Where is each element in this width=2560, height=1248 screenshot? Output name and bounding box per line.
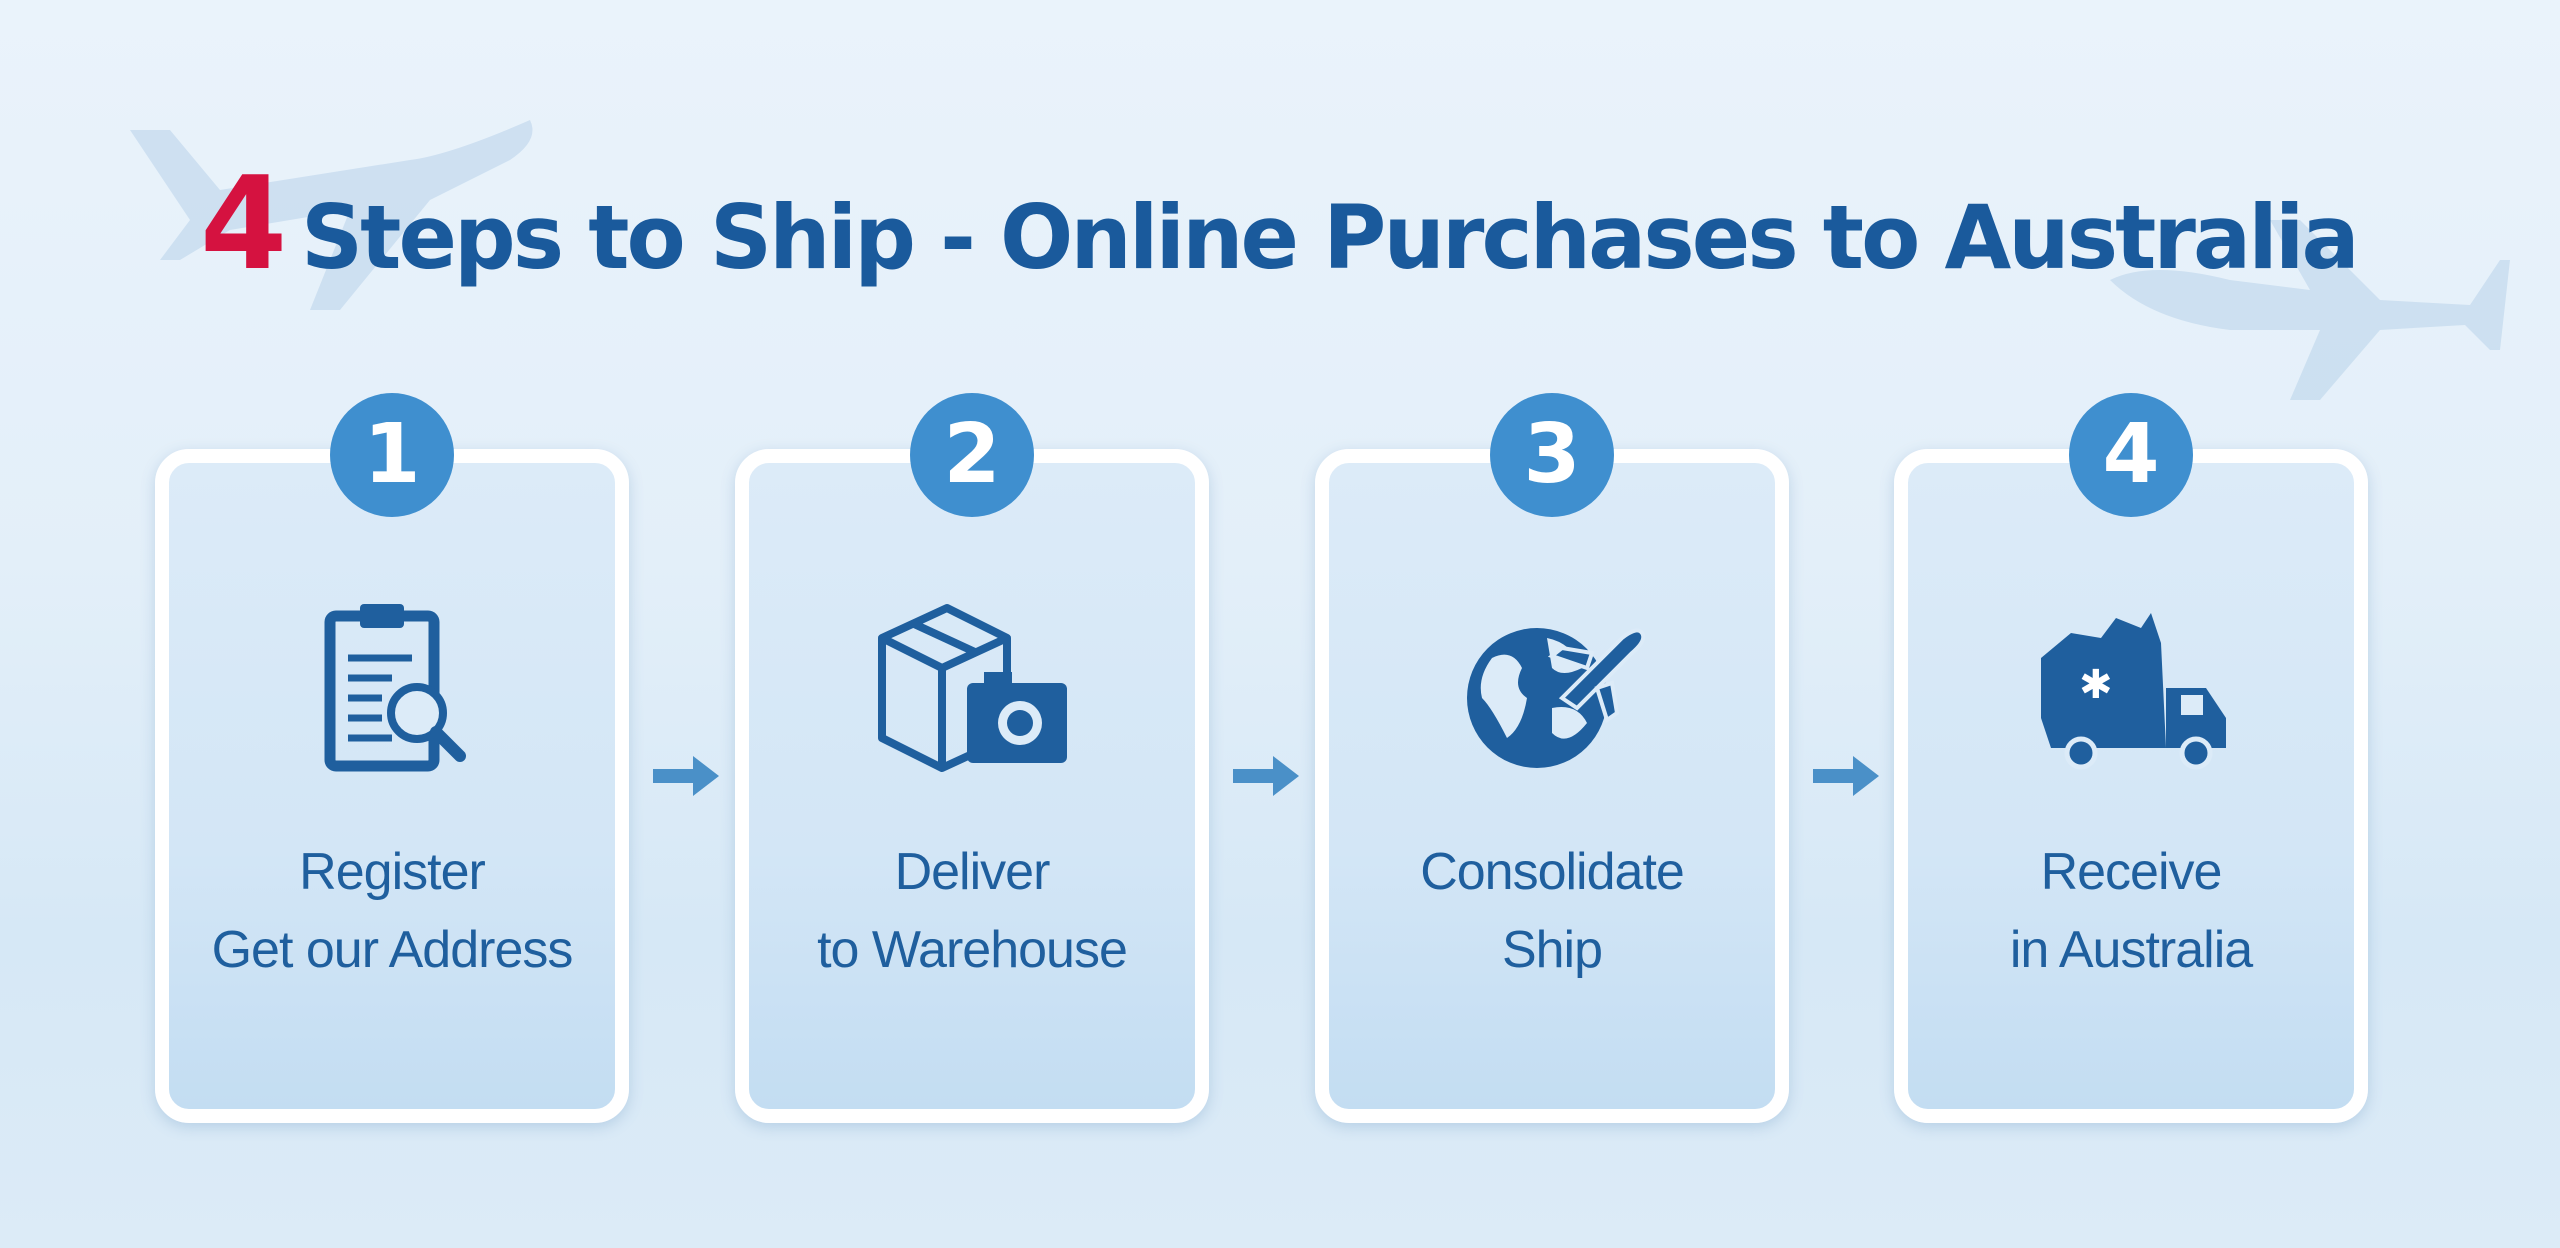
step-label: Receive in Australia — [1908, 833, 2354, 989]
arrow-right-icon — [1813, 752, 1881, 800]
step-label-line2: in Australia — [2009, 921, 2253, 979]
box-camera-icon — [878, 604, 1067, 772]
clipboard-search-icon — [324, 604, 466, 772]
svg-text:✱: ✱ — [2079, 662, 2113, 708]
step-number-badge: 3 — [1490, 393, 1614, 517]
step-label-line1: Register — [299, 843, 486, 901]
title-text: Steps to Ship - Online Purchases to Aust… — [301, 186, 2360, 289]
australia-truck-icon: ✱ — [2041, 613, 2226, 770]
step-label-line1: Deliver — [894, 843, 1051, 901]
step-card-4: 4 ✱ Receive in Australia — [1894, 393, 2368, 1123]
step-label: Deliver to Warehouse — [749, 833, 1195, 989]
arrow-right-icon — [1233, 752, 1301, 800]
airplane-background-icon — [2110, 220, 2510, 400]
step-label-line1: Receive — [2040, 843, 2223, 901]
step-label-line2: to Warehouse — [817, 921, 1128, 979]
step-number-badge: 1 — [330, 393, 454, 517]
airplane-background-icon — [130, 120, 533, 310]
step-number-badge: 4 — [2069, 393, 2193, 517]
globe-plane-icon — [1467, 628, 1646, 768]
title-number: 4 — [200, 150, 288, 299]
step-label-line2: Ship — [1501, 921, 1603, 979]
step-label-line1: Consolidate — [1420, 843, 1685, 901]
step-number-badge: 2 — [910, 393, 1034, 517]
step-label-line2: Get our Address — [211, 921, 574, 979]
arrow-right-icon — [653, 752, 721, 800]
step-card-2: 2 Deliver to Warehouse — [735, 393, 1209, 1123]
